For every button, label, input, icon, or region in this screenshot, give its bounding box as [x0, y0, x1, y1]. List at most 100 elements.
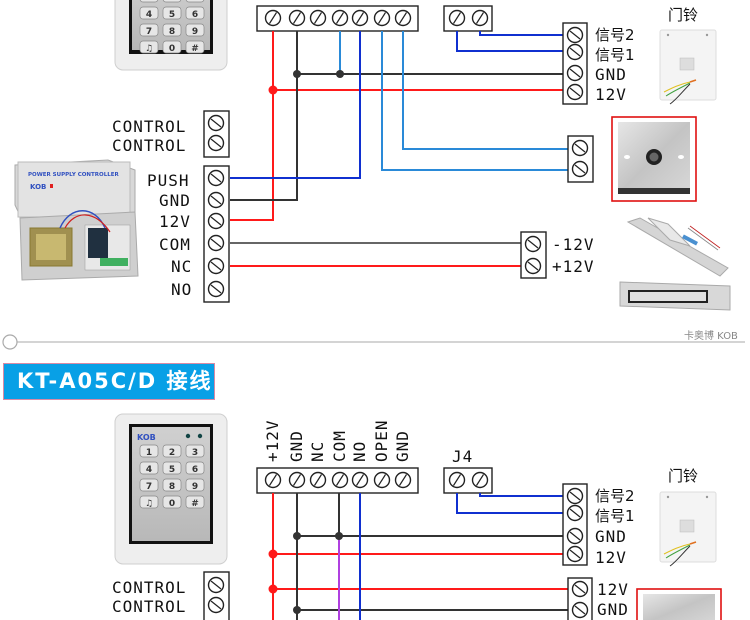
- terminal-screw: [288, 471, 306, 489]
- keypad-key: ♫: [139, 495, 159, 509]
- control-terminal-block-bottom: [203, 571, 230, 620]
- svg-text:6: 6: [192, 465, 198, 475]
- keypad-key: 7: [139, 23, 159, 37]
- svg-text:0: 0: [169, 499, 175, 509]
- controller-terminal-label: +12V: [263, 419, 282, 462]
- j4-terminal-strip-top: [443, 5, 493, 32]
- controller-terminal-strip-top: [256, 5, 419, 32]
- svg-text:1: 1: [146, 448, 152, 458]
- doorbell-label-12v-b: 12V: [595, 548, 627, 567]
- keypad-key: ♫: [139, 40, 159, 54]
- keypad-key: 0: [162, 495, 182, 509]
- doorbell-terminal-block-top: [562, 22, 588, 105]
- doorbell-title-bottom: 门铃: [668, 467, 698, 485]
- svg-text:0: 0: [169, 44, 175, 54]
- keypad-key: 9: [185, 23, 205, 37]
- wires-bottom: [268, 493, 568, 620]
- controller-terminal-label: GND: [393, 430, 412, 462]
- keypad-key: 3: [185, 0, 205, 3]
- keypad-key: 8: [162, 478, 182, 492]
- terminal-screw: [373, 9, 391, 27]
- keypad-key: 6: [185, 6, 205, 20]
- svg-text:7: 7: [146, 482, 152, 492]
- controller-terminal-label: NO: [350, 441, 369, 462]
- keypad-brand: KOB: [137, 433, 156, 442]
- ps-label-com: COM: [159, 235, 191, 254]
- exit-button-terminal-block-top: [567, 135, 594, 183]
- keypad-key: #: [185, 495, 205, 509]
- keypad-key: 6: [185, 461, 205, 475]
- lock-label-plus12v: +12V: [552, 257, 595, 276]
- svg-text:♫: ♫: [145, 499, 153, 509]
- terminal-screw: [264, 471, 282, 489]
- svg-text:1: 1: [146, 0, 152, 3]
- svg-text:♫: ♫: [145, 44, 153, 54]
- svg-text:#: #: [191, 499, 199, 509]
- terminal-screw: [331, 9, 349, 27]
- svg-text:9: 9: [192, 27, 198, 37]
- keypad-key: 8: [162, 23, 182, 37]
- svg-text:9: 9: [192, 482, 198, 492]
- svg-text:4: 4: [146, 465, 152, 475]
- terminal-screw: [309, 471, 327, 489]
- wires-top: [230, 31, 568, 267]
- control-label-1-top: CONTROL: [112, 117, 186, 136]
- doorbell-label-signal2-b: 信号2: [595, 487, 635, 505]
- j4-label: J4: [452, 447, 473, 466]
- terminal-screw: [394, 9, 412, 27]
- keypad-key: #: [185, 40, 205, 54]
- exit-button-terminal-block-bottom: [567, 577, 593, 620]
- keypad-key: 1: [139, 444, 159, 458]
- svg-text:2: 2: [169, 448, 175, 458]
- svg-text:4: 4: [146, 10, 152, 20]
- terminal-screw: [288, 9, 306, 27]
- controller-terminal-label: OPEN: [372, 419, 391, 462]
- keypad-key: 5: [162, 6, 182, 20]
- controller-terminal-label: COM: [330, 430, 349, 462]
- doorbell-label-gnd-b: GND: [595, 527, 627, 546]
- keypad-key: 3: [185, 444, 205, 458]
- terminal-screw: [394, 471, 412, 489]
- exit-button-image-top: [611, 116, 697, 202]
- doorbell-label-signal1: 信号1: [595, 46, 635, 64]
- control-label-2-bottom: CONTROL: [112, 597, 186, 616]
- j4-terminal-strip-bottom: [443, 467, 493, 494]
- terminal-screw: [309, 9, 327, 27]
- ps-label-no: NO: [171, 280, 192, 299]
- exit-label-12v-b: 12V: [597, 580, 629, 599]
- bolt-lock-image: [626, 217, 729, 277]
- power-supply-image: POWER SUPPLY CONTROLLER KOB: [14, 159, 139, 281]
- doorbell-image-bottom: [659, 491, 717, 567]
- ps-terminal-block: [203, 165, 230, 303]
- controller-terminal-label: GND: [287, 430, 306, 462]
- svg-text:5: 5: [169, 10, 175, 20]
- doorbell-image-top: [659, 29, 717, 105]
- terminal-screw: [264, 9, 282, 27]
- control-label-2-top: CONTROL: [112, 136, 186, 155]
- keypad-key: 0: [162, 40, 182, 54]
- section-title-banner: [3, 363, 215, 400]
- section-divider: 卡奥博 KOB: [2, 329, 745, 350]
- controller-terminal-strip-bottom: [256, 467, 419, 494]
- keypad-key: 2: [162, 444, 182, 458]
- keypad-key: 1: [139, 0, 159, 3]
- exit-button-image-bottom: [636, 588, 722, 620]
- terminal-screw: [351, 9, 369, 27]
- doorbell-label-gnd: GND: [595, 65, 627, 84]
- section-title: KT-A05C/D 接线: [17, 369, 213, 393]
- svg-text:3: 3: [192, 0, 198, 3]
- magnetic-lock-image: [619, 281, 731, 311]
- svg-text:#: #: [191, 44, 199, 54]
- doorbell-label-12v: 12V: [595, 85, 627, 104]
- doorbell-label-signal2: 信号2: [595, 26, 635, 44]
- controller-terminal-label: NC: [308, 441, 327, 462]
- doorbell-terminal-block-bottom: [562, 483, 588, 566]
- power-supply-label: POWER SUPPLY CONTROLLER: [28, 172, 119, 178]
- keypad-key: 7: [139, 478, 159, 492]
- terminal-screw: [351, 471, 369, 489]
- ps-label-gnd: GND: [159, 191, 191, 210]
- lock-terminal-block: [520, 231, 547, 279]
